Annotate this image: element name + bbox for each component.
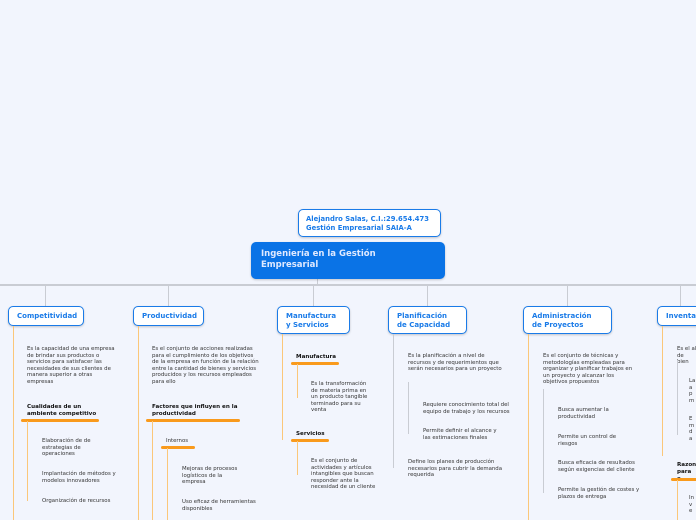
branch-productividad[interactable]: Productividad — [133, 306, 204, 326]
list-item: Implantación de métodos y modelos innova… — [42, 471, 116, 484]
list-item: E m d a — [689, 416, 695, 442]
manufactura-sub1-desc: Es la transformación de materia prima en… — [311, 381, 368, 414]
list-item: Mejoras de procesos logísticos de la emp… — [182, 466, 238, 486]
list-item: Busca eficacia de resultados según exige… — [558, 460, 635, 473]
branch-administracion[interactable]: Administración de Proyectos — [523, 306, 612, 334]
planificacion-desc2: Define los planes de producción necesari… — [408, 459, 503, 479]
manufactura-sub2-desc: Es el conjunto de actividades y artículo… — [311, 458, 376, 491]
list-item: Permite definir el alcance y las estimac… — [423, 428, 497, 441]
branch-title: Manufactura y Servicios — [286, 312, 337, 329]
list-item: Permite un control de riesgos — [558, 434, 617, 447]
branch-competitividad[interactable]: Competitividad — [8, 306, 84, 326]
competitividad-subtitle: Cualidades de un ambiente competitivo — [27, 404, 97, 417]
root-title: Ingeniería en la Gestión Empresarial — [261, 249, 376, 270]
competitividad-desc: Es la capacidad de una empresa de brinda… — [27, 346, 115, 385]
list-item: Uso eficaz de herramientas disponibles — [182, 499, 256, 512]
productividad-desc: Es el conjunto de acciones realizadas pa… — [152, 346, 259, 385]
list-item: La a p m — [689, 378, 696, 404]
branch-title: Inventa — [666, 312, 696, 320]
list-item: Organización de recursos — [42, 498, 111, 504]
planificacion-desc: Es la planificación a nivel de recursos … — [408, 353, 502, 373]
branch-manufactura[interactable]: Manufactura y Servicios — [277, 306, 350, 334]
administracion-desc: Es el conjunto de técnicas y metodología… — [543, 353, 633, 386]
branch-title: Administración de Proyectos — [532, 312, 592, 329]
productividad-group: Internos — [166, 438, 189, 444]
list-item: Requiere conocimiento total del equipo d… — [423, 402, 510, 415]
list-item: Busca aumentar la productividad — [558, 407, 609, 420]
branch-inventario[interactable]: Inventa — [657, 306, 696, 326]
author-line2: Gestión Empresarial SAIA-A — [306, 224, 412, 232]
list-item: Elaboración de de estrategias de operaci… — [42, 438, 91, 458]
author-line1: Alejandro Salas, C.I.:29.654.473 — [306, 215, 429, 223]
list-item: Permite la gestión de costes y plazos de… — [558, 487, 640, 500]
manufactura-sub1: Manufactura — [296, 354, 337, 360]
inventario-subitem: In v e — [689, 495, 695, 515]
author-node[interactable]: Alejandro Salas, C.I.:29.654.473 Gestión… — [298, 209, 441, 237]
manufactura-sub2: Servicios — [296, 431, 325, 437]
branch-title: Competitividad — [17, 312, 78, 320]
branch-planificacion[interactable]: Planificación de Capacidad — [388, 306, 467, 334]
root-node[interactable]: Ingeniería en la Gestión Empresarial — [251, 242, 445, 279]
branch-title: Productividad — [142, 312, 197, 320]
branch-title: Planificación de Capacidad — [397, 312, 451, 329]
productividad-subtitle: Factores que influyen en la productivida… — [152, 404, 238, 417]
inventario-desc: Es el al de bien — [677, 346, 696, 366]
